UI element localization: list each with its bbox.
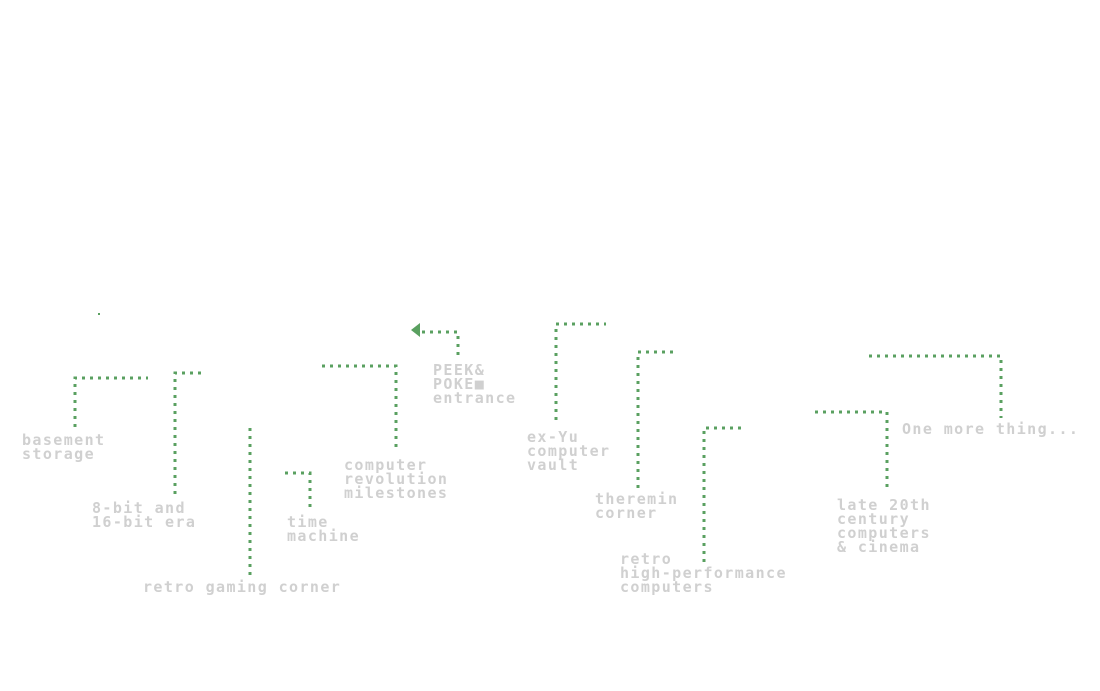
dotted-path-5 (322, 364, 398, 452)
stray-dot (98, 313, 100, 315)
dotted-path-7 (554, 322, 606, 420)
left-arrow-icon (411, 323, 420, 337)
theremin-corner-link[interactable]: theremin corner (595, 490, 679, 522)
dotted-path-2 (173, 371, 203, 494)
dotted-path-6 (422, 330, 460, 356)
dotted-path-11 (869, 354, 1003, 418)
computer-revolution-milestones-link[interactable]: computer revolution milestones (344, 456, 449, 502)
dotted-path-10 (815, 410, 889, 488)
bit-era-link[interactable]: 8-bit and 16-bit era (92, 499, 197, 531)
basement-storage-link[interactable]: basement storage (22, 431, 106, 463)
dotted-path-9 (702, 426, 742, 562)
late-20th-century-computers-cinema-link[interactable]: late 20th century computers & cinema (837, 496, 931, 556)
peek-poke-entrance-link[interactable]: PEEK& POKE■ entrance (433, 361, 517, 407)
dotted-path-1 (73, 376, 148, 427)
ex-yu-computer-vault-link[interactable]: ex-Yu computer vault (527, 428, 611, 474)
dotted-path-4 (285, 471, 312, 510)
time-machine-link[interactable]: time machine (287, 513, 361, 545)
retro-gaming-corner-link[interactable]: retro gaming corner (143, 578, 342, 596)
dotted-path-8 (636, 350, 676, 488)
one-more-thing-link[interactable]: One more thing... (902, 420, 1080, 438)
retro-high-performance-computers-link[interactable]: retro high-performance computers (620, 550, 787, 596)
